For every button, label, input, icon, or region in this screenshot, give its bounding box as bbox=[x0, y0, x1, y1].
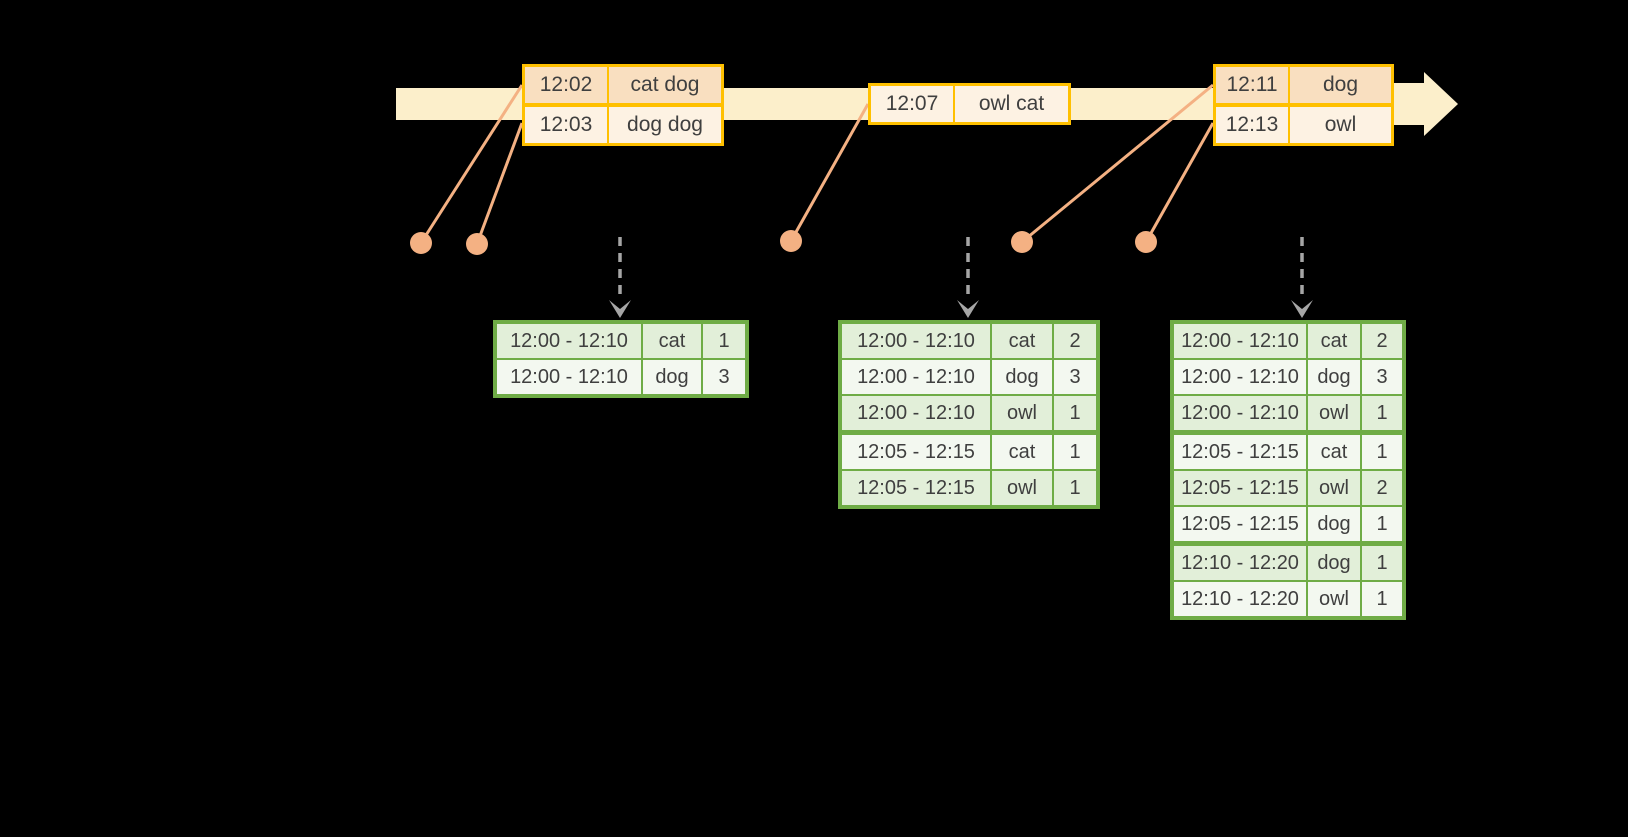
window-cell: 12:00 - 12:10 bbox=[497, 324, 641, 358]
count-cell: 3 bbox=[703, 360, 745, 394]
word-cell: owl bbox=[1308, 471, 1360, 505]
count-cell: 1 bbox=[1362, 507, 1402, 541]
event-dot bbox=[780, 230, 802, 252]
window-cell: 12:00 - 12:10 bbox=[842, 324, 990, 358]
event-words-cell: cat dog bbox=[609, 67, 721, 103]
word-cell: owl bbox=[992, 396, 1052, 430]
connector-line bbox=[1021, 83, 1214, 244]
count-cell: 1 bbox=[1362, 582, 1402, 616]
window-cell: 12:05 - 12:15 bbox=[842, 435, 990, 469]
count-cell: 2 bbox=[1362, 324, 1402, 358]
count-cell: 1 bbox=[1054, 471, 1096, 505]
event-time-cell: 12:03 bbox=[525, 107, 607, 143]
timeline-arrowhead-icon bbox=[1393, 72, 1458, 136]
window-cell: 12:05 - 12:15 bbox=[842, 471, 990, 505]
word-cell: cat bbox=[643, 324, 701, 358]
event-time-cell: 12:02 bbox=[525, 67, 607, 103]
trigger-arrowhead-icon bbox=[1291, 300, 1313, 318]
event-dot bbox=[1135, 231, 1157, 253]
window-cell: 12:05 - 12:15 bbox=[1174, 507, 1306, 541]
word-cell: cat bbox=[992, 435, 1052, 469]
window-cell: 12:10 - 12:20 bbox=[1174, 582, 1306, 616]
word-cell: dog bbox=[1308, 546, 1360, 580]
event-time-cell: 12:13 bbox=[1216, 107, 1288, 143]
count-cell: 1 bbox=[703, 324, 745, 358]
event-words-cell: dog bbox=[1290, 67, 1391, 103]
event-time-cell: 12:07 bbox=[871, 86, 953, 122]
event-words-cell: dog dog bbox=[609, 107, 721, 143]
word-cell: cat bbox=[1308, 324, 1360, 358]
event-words-cell: owl bbox=[1290, 107, 1391, 143]
event-dot bbox=[1011, 231, 1033, 253]
count-cell: 3 bbox=[1054, 360, 1096, 394]
word-cell: cat bbox=[1308, 435, 1360, 469]
count-cell: 2 bbox=[1054, 324, 1096, 358]
window-cell: 12:00 - 12:10 bbox=[1174, 396, 1306, 430]
connector-line bbox=[789, 103, 870, 242]
window-cell: 12:10 - 12:20 bbox=[1174, 546, 1306, 580]
word-cell: dog bbox=[1308, 360, 1360, 394]
window-cell: 12:00 - 12:10 bbox=[1174, 324, 1306, 358]
word-cell: dog bbox=[992, 360, 1052, 394]
connector-line bbox=[475, 122, 524, 245]
event-time-cell: 12:11 bbox=[1216, 67, 1288, 103]
event-dot bbox=[466, 233, 488, 255]
word-cell: dog bbox=[643, 360, 701, 394]
window-cell: 12:05 - 12:15 bbox=[1174, 435, 1306, 469]
trigger-arrowhead-icon bbox=[609, 300, 631, 318]
count-cell: 1 bbox=[1054, 396, 1096, 430]
event-words-cell: owl cat bbox=[955, 86, 1068, 122]
count-cell: 1 bbox=[1362, 435, 1402, 469]
word-cell: cat bbox=[992, 324, 1052, 358]
window-cell: 12:00 - 12:10 bbox=[497, 360, 641, 394]
connector-line bbox=[419, 84, 524, 244]
window-cell: 12:00 - 12:10 bbox=[1174, 360, 1306, 394]
window-cell: 12:00 - 12:10 bbox=[842, 360, 990, 394]
count-cell: 2 bbox=[1362, 471, 1402, 505]
count-cell: 1 bbox=[1362, 546, 1402, 580]
word-cell: dog bbox=[1308, 507, 1360, 541]
count-cell: 3 bbox=[1362, 360, 1402, 394]
window-cell: 12:05 - 12:15 bbox=[1174, 471, 1306, 505]
word-cell: owl bbox=[1308, 582, 1360, 616]
count-cell: 1 bbox=[1054, 435, 1096, 469]
word-cell: owl bbox=[992, 471, 1052, 505]
connector-line bbox=[1144, 122, 1215, 243]
trigger-arrowhead-icon bbox=[957, 300, 979, 318]
word-cell: owl bbox=[1308, 396, 1360, 430]
window-cell: 12:00 - 12:10 bbox=[842, 396, 990, 430]
count-cell: 1 bbox=[1362, 396, 1402, 430]
event-dot bbox=[410, 232, 432, 254]
